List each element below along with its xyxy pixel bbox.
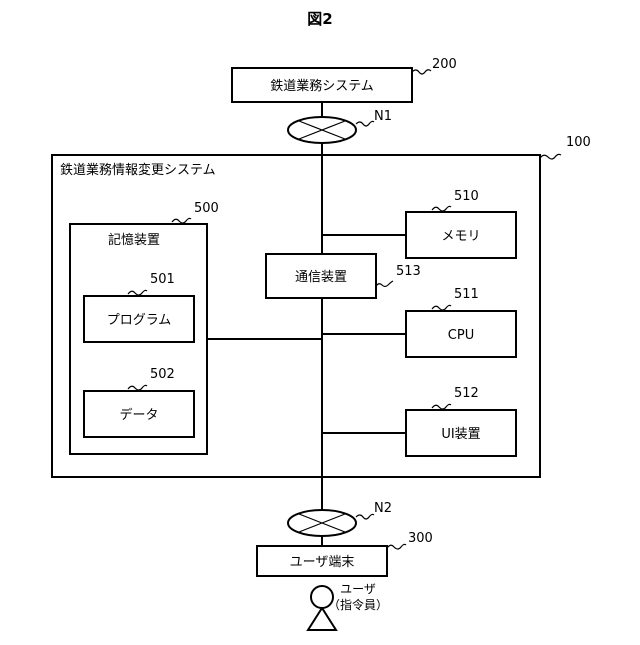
user-label-line1: ユーザ <box>340 582 376 596</box>
network-n1-leader <box>356 121 374 126</box>
user-figure: ユーザ （指令員） <box>308 582 388 630</box>
info-change-system-ref: 100 <box>566 135 591 150</box>
user-terminal-label: ユーザ端末 <box>290 555 355 570</box>
program-ref: 501 <box>150 272 175 287</box>
memory-label: メモリ <box>441 229 480 244</box>
storage-ref: 500 <box>194 201 219 216</box>
data-label: データ <box>119 407 158 423</box>
memory-ref: 510 <box>454 189 479 204</box>
railway-system-label: 鉄道業務システム <box>270 78 374 94</box>
user-terminal-ref: 300 <box>408 531 433 546</box>
network-n2-node: N2 <box>288 501 392 536</box>
cpu-ref: 511 <box>454 287 479 302</box>
ui-ref: 512 <box>454 386 479 401</box>
railway-system-leader <box>412 70 431 74</box>
comm-ref: 513 <box>396 264 421 279</box>
storage-label: 記憶装置 <box>108 232 160 248</box>
cpu-label: CPU <box>448 328 474 343</box>
network-n2-label: N2 <box>374 501 392 516</box>
info-change-system-leader <box>540 154 561 159</box>
railway-system-node: 鉄道業務システム 200 <box>232 57 457 102</box>
info-change-system-label: 鉄道業務情報変更システム <box>60 162 216 178</box>
user-label-line2: （指令員） <box>328 597 388 612</box>
data-ref: 502 <box>150 367 175 382</box>
user-terminal-node: ユーザ端末 300 <box>257 531 433 576</box>
network-n2-leader <box>356 514 374 519</box>
railway-system-ref: 200 <box>432 57 457 72</box>
program-label: プログラム <box>107 313 172 328</box>
network-n1-label: N1 <box>374 109 392 124</box>
user-terminal-leader <box>387 544 406 549</box>
network-n1-node: N1 <box>288 109 392 143</box>
comm-label: 通信装置 <box>295 270 347 285</box>
ui-label: UI装置 <box>441 427 480 442</box>
figure-title: 図2 <box>307 10 332 28</box>
